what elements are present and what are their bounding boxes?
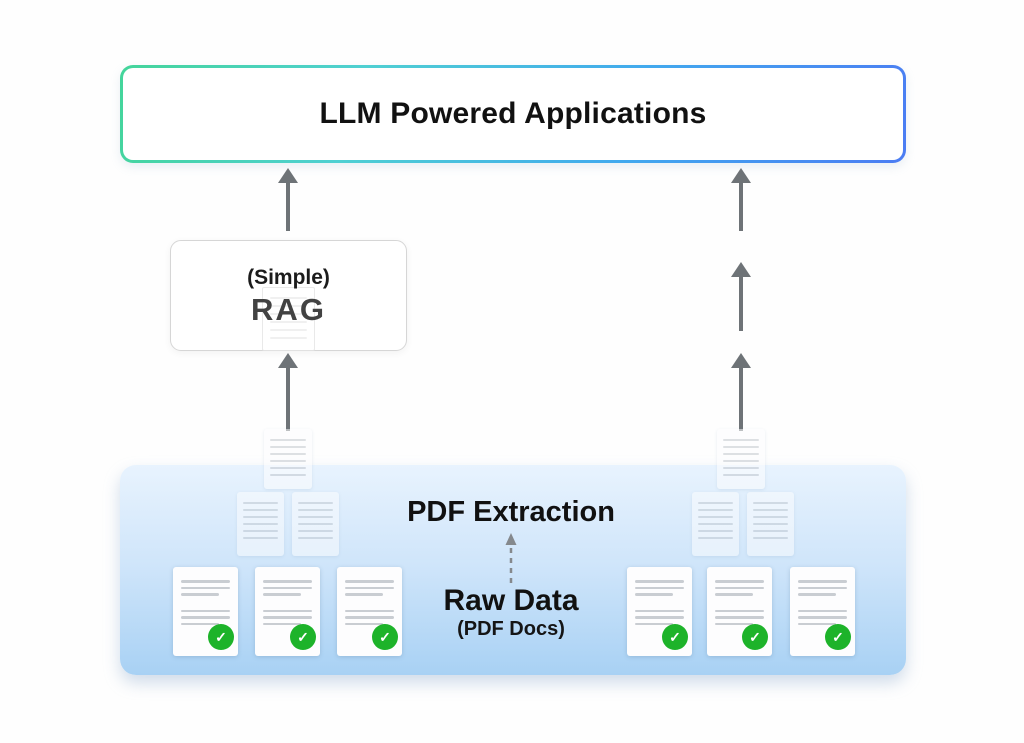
check-icon: ✓ [208,624,234,650]
pdf-document-icon: ✓ [337,567,402,656]
pdf-document-icon: ✓ [707,567,772,656]
check-icon: ✓ [742,624,768,650]
raw-data-label: Raw Data [443,584,579,617]
arrow-up-icon [728,353,754,431]
faded-document-icon [292,492,339,556]
raw-data-sublabel: (PDF Docs) [457,618,565,640]
arrow-shaft [739,275,743,331]
faded-document-icon [264,429,312,489]
check-icon: ✓ [372,624,398,650]
llm-applications-box: LLM Powered Applications [120,65,906,163]
check-icon: ✓ [662,624,688,650]
faded-document-icon [747,492,794,556]
pdf-extraction-label: PDF Extraction [407,496,615,528]
dashed-arrow-up-icon [505,533,517,583]
arrow-shaft [286,366,290,431]
faded-document-icon [262,287,315,351]
arrow-shaft [739,366,743,431]
llm-applications-label: LLM Powered Applications [319,97,707,130]
arrow-shaft [286,181,290,231]
arrow-up-icon [275,353,301,431]
rag-simple-label: (Simple) [247,266,330,289]
pdf-document-icon: ✓ [173,567,238,656]
arrow-up-icon [275,168,301,231]
rag-box: (Simple) RAG [170,240,407,351]
check-icon: ✓ [825,624,851,650]
raw-data-panel: ✓ ✓ ✓ ✓ ✓ ✓ PDF Extraction [120,429,906,675]
pdf-document-icon: ✓ [627,567,692,656]
pdf-document-icon: ✓ [255,567,320,656]
pdf-document-icon: ✓ [790,567,855,656]
arrow-up-icon [728,262,754,331]
arrow-head [278,353,298,368]
arrow-up-icon [728,168,754,231]
arrow-head [731,353,751,368]
rag-label: RAG [251,292,326,327]
check-icon: ✓ [290,624,316,650]
arrow-head [731,168,751,183]
arrow-shaft [739,181,743,231]
faded-document-icon [237,492,284,556]
faded-document-icon [717,429,765,489]
llm-applications-box-inner: LLM Powered Applications [123,68,903,160]
arrow-head [731,262,751,277]
faded-document-icon [692,492,739,556]
arrow-head [278,168,298,183]
